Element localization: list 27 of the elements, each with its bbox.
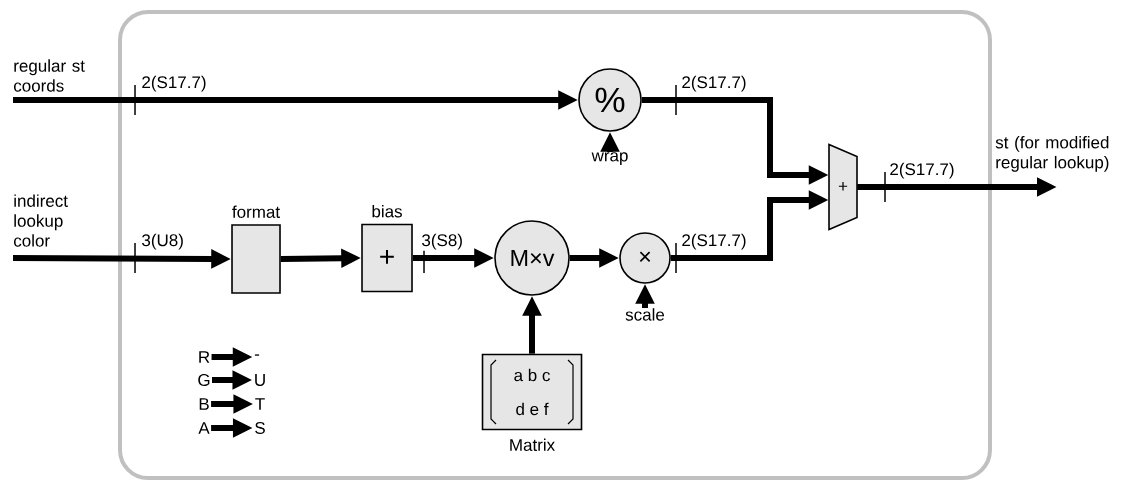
channel-letter: A [198,422,210,434]
channel-letter: T [255,398,265,410]
signal-label: st (for modified regular lookup) [995,136,1109,172]
signal-label: scale [625,308,665,321]
signal-label: regular st coords [13,59,85,92]
edge-label: 2(S17.7) [680,74,748,93]
node-label: bias [372,204,402,218]
channel-letter: R [199,351,210,363]
adder-trapezoid: + [828,143,858,231]
channel-letter: G [198,373,210,386]
process-box: format [231,205,281,294]
edge-label: 2(S17.7) [140,74,208,93]
matrix-box: a b c d e f Matrix [481,353,583,451]
process-box: + bias [361,205,413,293]
edge-label: 3(S8) [420,232,465,251]
channel-letter: B [199,398,209,410]
edge-label: 2(S17.7) [888,161,956,180]
edge-label: 3(U8) [140,232,186,251]
node-label: format [232,205,280,218]
signal-label: indirect lookup color [13,194,68,247]
channel-letter: S [255,421,265,434]
channel-letter: - [254,354,260,356]
node-label: Matrix [510,438,555,451]
signal-label: wrap [591,152,628,165]
edge-label: 2(S17.7) [680,232,748,251]
rounded-panel [118,10,992,480]
channel-letter: U [255,374,265,386]
